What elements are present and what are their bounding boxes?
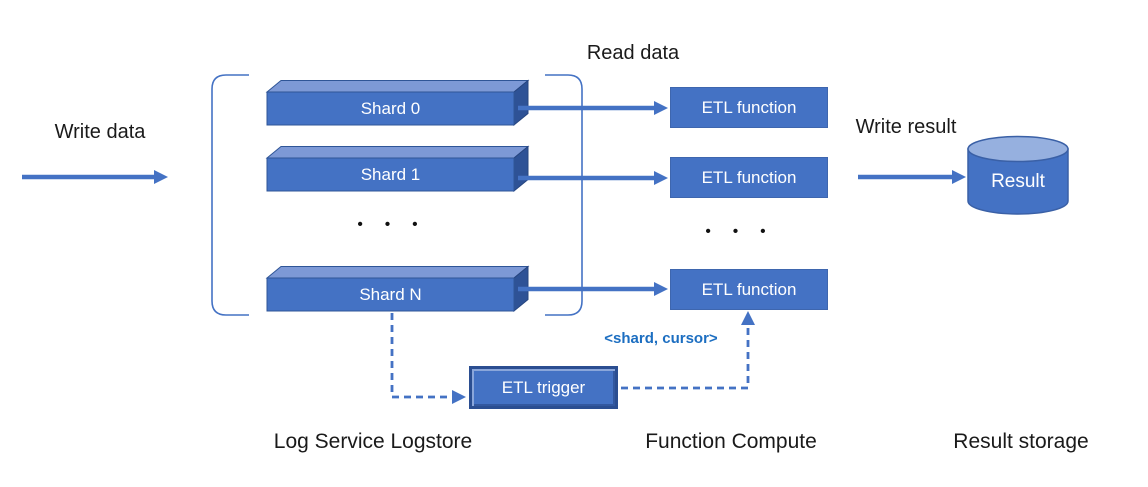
trigger-output-dashed-line	[621, 327, 750, 390]
shard-1-label: Shard 1	[360, 165, 421, 184]
etl-trigger-box: ETL trigger	[469, 366, 618, 409]
write-result-label: Write result	[855, 116, 957, 138]
shard-0-read-arrow-head	[654, 101, 668, 115]
shard-1-top-face	[265, 146, 530, 159]
shard-1-front-face	[266, 157, 515, 192]
trigger-input-arrow-head	[452, 390, 466, 404]
trigger-output-arrow-head	[741, 311, 755, 325]
logstore-bracket-right-icon	[545, 74, 583, 316]
result-database-top	[967, 135, 1069, 163]
logstore-bracket-left-icon	[211, 74, 249, 316]
logstore-caption: Log Service Logstore	[273, 430, 473, 453]
logstore-ellipsis: • • •	[357, 216, 427, 233]
shard-n-front-face	[266, 277, 515, 312]
shard-n-read-arrow-head	[654, 282, 668, 296]
shard-0-top-face	[265, 80, 530, 93]
shard-1-read-arrow-head	[654, 171, 668, 185]
write-data-arrow-head	[154, 170, 168, 184]
storage-caption: Result storage	[953, 430, 1089, 453]
shard-cursor-annotation: <shard, cursor>	[604, 330, 718, 347]
etl-function-box-2: ETL function	[670, 269, 828, 310]
compute-caption: Function Compute	[645, 430, 817, 453]
result-database-body	[967, 148, 1069, 215]
shard-0-front-face	[266, 91, 515, 126]
write-result-arrow-head	[952, 170, 966, 184]
result-database-label: Result	[991, 171, 1045, 192]
shard-n-top-face	[265, 266, 530, 279]
trigger-input-dashed-line	[390, 313, 450, 399]
shard-0-label: Shard 0	[360, 99, 421, 118]
write-data-label: Write data	[54, 121, 146, 143]
shard-n-label: Shard N	[359, 285, 422, 304]
compute-ellipsis: • • •	[705, 223, 775, 240]
etl-function-box-1: ETL function	[670, 157, 828, 198]
read-data-label: Read data	[586, 42, 680, 64]
etl-function-box-0: ETL function	[670, 87, 828, 128]
